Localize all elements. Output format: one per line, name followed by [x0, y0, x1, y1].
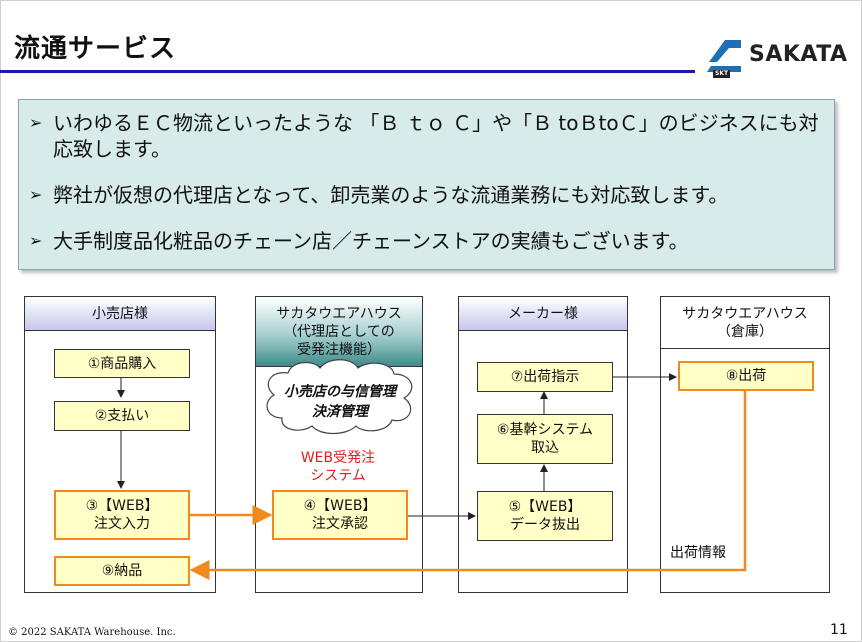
sakata-logo: SKT SAKATA: [705, 34, 855, 80]
info-panel: ➢ いわゆるＥＣ物流といったような 「Ｂ ｔｏ Ｃ」や「Ｂ toＢtoＣ」のビジネ…: [18, 99, 835, 270]
step-4-web-order-approval: ④【WEB】 注文承認: [272, 490, 408, 540]
shipping-info-label: 出荷情報: [670, 545, 726, 561]
step-7-shipping-instruction: ⑦出荷指示: [477, 362, 613, 392]
page-title: 流通サービス: [14, 34, 177, 64]
bullet-arrow-icon: ➢: [29, 231, 43, 250]
cloud-shape: [266, 359, 413, 435]
info-bullet: ➢ 大手制度品化粧品のチェーン店／チェーンストアの実績もございます。: [29, 228, 826, 254]
step-8-shipping: ⑧出荷: [678, 361, 814, 391]
logo-sub-text: SKT: [713, 70, 731, 78]
bullet-arrow-icon: ➢: [29, 113, 43, 132]
step-6-core-system-import: ⑥基幹システム 取込: [477, 414, 613, 464]
step-9-delivery: ⑨納品: [54, 556, 190, 586]
web-order-system-label: WEB受発注 システム: [300, 450, 376, 484]
step-3-web-order-entry: ③【WEB】 注文入力: [54, 490, 190, 540]
copyright-footer: © 2022 SAKATA Warehouse. Inc.: [8, 627, 176, 638]
step-1-product-purchase: ①商品購入: [54, 349, 190, 378]
column-header-warehouse: サカタウエアハウス （倉庫）: [661, 297, 829, 349]
column-header-retail: 小売店様: [25, 297, 215, 331]
page-number: 11: [830, 622, 848, 638]
column-header-maker: メーカー様: [459, 297, 627, 331]
column-agency: サカタウエアハウス （代理店としての 受発注機能）: [255, 296, 423, 593]
bullet-arrow-icon: ➢: [29, 185, 43, 204]
info-bullet: ➢ いわゆるＥＣ物流といったような 「Ｂ ｔｏ Ｃ」や「Ｂ toＢtoＣ」のビジネ…: [29, 110, 826, 162]
step-2-payment: ②支払い: [54, 401, 190, 431]
bullet-text: 弊社が仮想の代理店となって、卸売業のような流通業務にも対応致します。: [53, 183, 729, 207]
bullet-text: いわゆるＥＣ物流といったような 「Ｂ ｔｏ Ｃ」や「Ｂ toＢtoＣ」のビジネス…: [53, 111, 819, 161]
logo-text: SAKATA: [749, 42, 848, 67]
bullet-text: 大手制度品化粧品のチェーン店／チェーンストアの実績もございます。: [53, 229, 689, 253]
column-retail: 小売店様: [24, 296, 216, 593]
column-header-agency: サカタウエアハウス （代理店としての 受発注機能）: [256, 297, 422, 367]
info-bullet: ➢ 弊社が仮想の代理店となって、卸売業のような流通業務にも対応致します。: [29, 182, 826, 208]
step-5-web-data-extraction: ⑤【WEB】 データ抜出: [477, 491, 613, 541]
title-underline: [0, 70, 695, 73]
cloud-credit-settlement-text: 小売店の与信管理 決済管理: [284, 384, 396, 420]
